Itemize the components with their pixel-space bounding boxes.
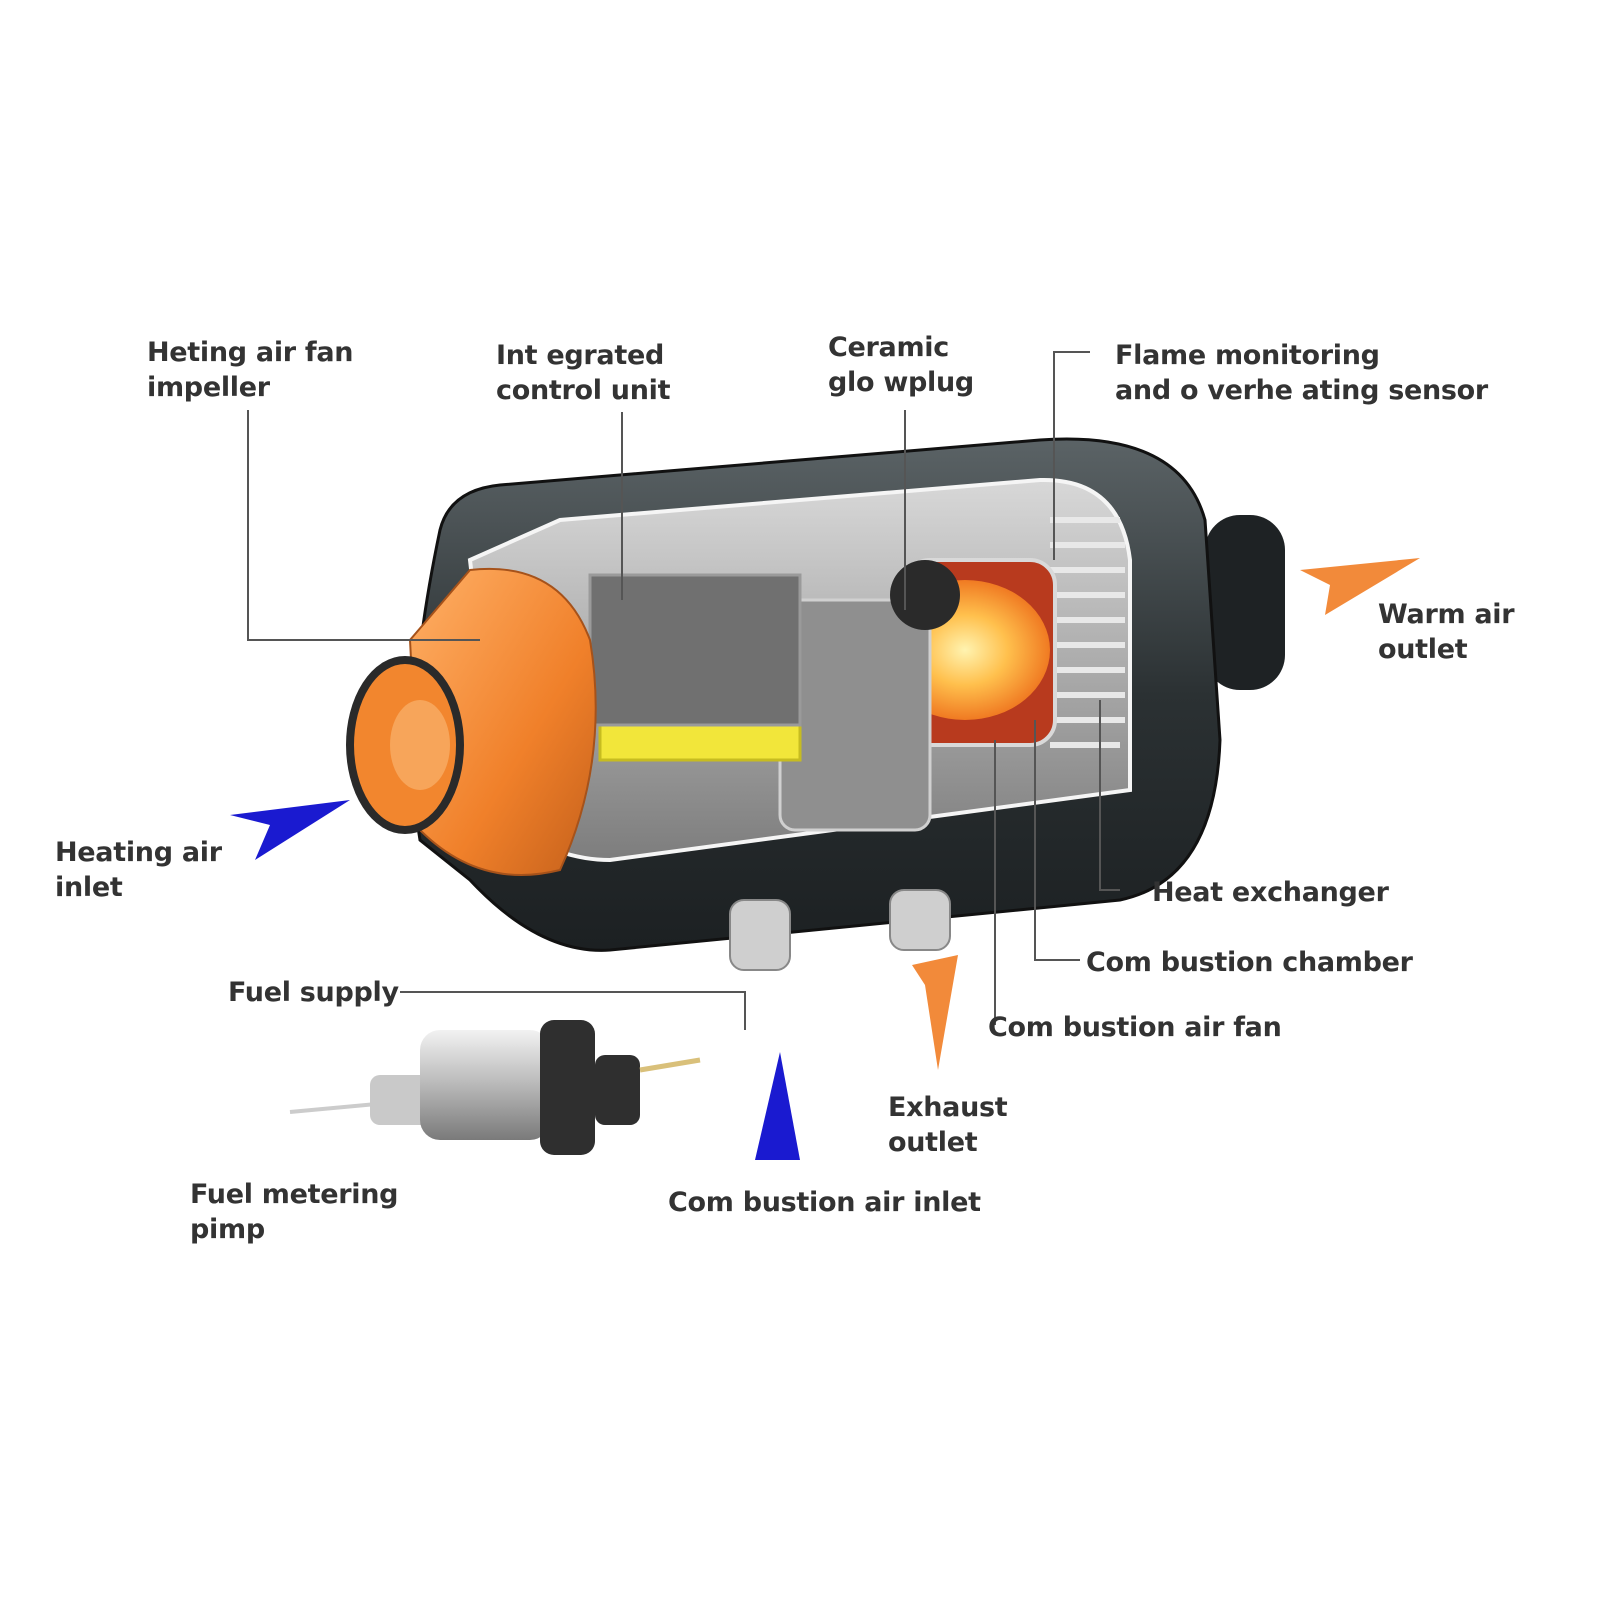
combustion-air-fan-motor bbox=[778, 598, 932, 832]
label-fan-impeller: Heting air fan impeller bbox=[147, 335, 354, 405]
label-fan-impeller-line2: impeller bbox=[147, 372, 270, 403]
leader-fuel-supply bbox=[400, 991, 746, 1030]
fuel-metering-pump bbox=[289, 1020, 701, 1155]
control-unit-box bbox=[588, 573, 802, 727]
label-glow-plug-line2: glo wplug bbox=[828, 367, 974, 398]
heater-body bbox=[346, 437, 1285, 971]
label-combustion-chamber-text: Com bustion chamber bbox=[1086, 947, 1413, 978]
label-combustion-air-fan: Com bustion air fan bbox=[988, 1010, 1282, 1045]
label-control-unit: Int egrated control unit bbox=[496, 338, 671, 408]
fuel-port bbox=[729, 899, 791, 971]
label-flame-sensor-line1: Flame monitoring bbox=[1115, 340, 1380, 371]
combustion-air-inlet-arrow bbox=[755, 1052, 800, 1160]
label-combustion-air-inlet: Com bustion air inlet bbox=[668, 1185, 981, 1220]
label-fuel-metering-pump-line2: pimp bbox=[190, 1214, 265, 1245]
label-flame-sensor: Flame monitoring and o verhe ating senso… bbox=[1115, 338, 1488, 408]
label-warm-air-outlet-line2: outlet bbox=[1378, 634, 1468, 665]
label-control-unit-line1: Int egrated bbox=[496, 340, 664, 371]
exhaust-outlet-arrow bbox=[912, 955, 958, 1070]
label-heating-air-inlet: Heating air inlet bbox=[55, 835, 222, 905]
label-heating-air-inlet-line1: Heating air bbox=[55, 837, 222, 868]
warm-air-outlet-port bbox=[1205, 515, 1285, 690]
warm-air-outlet-arrow bbox=[1300, 558, 1420, 615]
label-combustion-chamber: Com bustion chamber bbox=[1086, 945, 1413, 980]
glow-plug-head bbox=[890, 560, 960, 630]
label-fuel-supply-text: Fuel supply bbox=[228, 977, 399, 1008]
inlet-hub bbox=[390, 700, 450, 790]
label-glow-plug: Ceramic glo wplug bbox=[828, 330, 974, 400]
leader-fan-impeller bbox=[247, 410, 480, 641]
heat-exchanger-fins bbox=[1050, 517, 1125, 748]
label-exhaust-outlet-line2: outlet bbox=[888, 1127, 978, 1158]
label-fuel-metering-pump-line1: Fuel metering bbox=[190, 1179, 399, 1210]
label-exhaust-outlet-line1: Exhaust bbox=[888, 1092, 1008, 1123]
label-heating-air-inlet-line2: inlet bbox=[55, 872, 123, 903]
leader-flame-sensor bbox=[1053, 351, 1090, 560]
leader-lines bbox=[247, 351, 1120, 1030]
label-fuel-metering-pump: Fuel metering pimp bbox=[190, 1177, 398, 1247]
label-flame-sensor-line2: and o verhe ating sensor bbox=[1115, 375, 1488, 406]
label-exhaust-outlet: Exhaust outlet bbox=[888, 1090, 1008, 1160]
leader-combustion-chamber bbox=[1034, 720, 1080, 961]
label-warm-air-outlet: Warm air outlet bbox=[1378, 597, 1515, 667]
heating-air-inlet-arrow bbox=[230, 800, 350, 860]
label-combustion-air-inlet-text: Com bustion air inlet bbox=[668, 1187, 981, 1218]
label-glow-plug-line1: Ceramic bbox=[828, 332, 949, 363]
label-heat-exchanger: Heat exchanger bbox=[1152, 875, 1389, 910]
label-control-unit-line2: control unit bbox=[496, 375, 671, 406]
leader-heat-exchanger bbox=[1099, 700, 1120, 891]
label-heat-exchanger-text: Heat exchanger bbox=[1152, 877, 1389, 908]
label-fuel-supply: Fuel supply bbox=[228, 975, 399, 1010]
fan-impeller bbox=[408, 567, 597, 876]
label-warm-air-outlet-line1: Warm air bbox=[1378, 599, 1515, 630]
exhaust-port bbox=[889, 889, 951, 951]
label-combustion-air-fan-text: Com bustion air fan bbox=[988, 1012, 1282, 1043]
label-fan-impeller-line1: Heting air fan bbox=[147, 337, 354, 368]
